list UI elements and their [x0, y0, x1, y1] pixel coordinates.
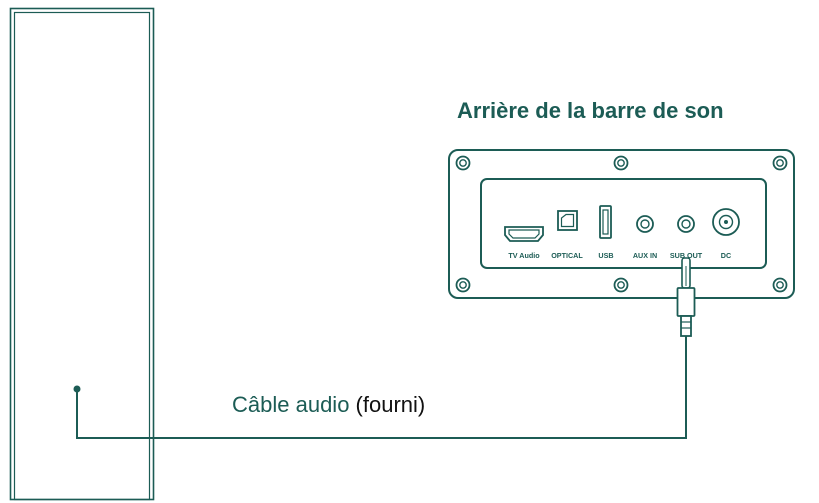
aux-in-jack-icon — [636, 215, 654, 233]
panel-screws — [455, 155, 788, 293]
cable-end-dot — [73, 385, 81, 393]
dc-power-port-icon — [712, 208, 740, 236]
usb-port-icon — [599, 205, 612, 239]
port-label-optical: OPTICAL — [551, 251, 583, 260]
port-label-aux-in: AUX IN — [633, 251, 657, 260]
port-label-tv-audio: TV Audio — [508, 251, 540, 260]
optical-port-icon — [557, 210, 578, 231]
cable-label-name: Câble audio — [232, 392, 349, 417]
plug-body — [676, 287, 696, 317]
screw-icon — [772, 277, 788, 293]
ports — [504, 205, 740, 242]
cable-label: Câble audio (fourni) — [232, 392, 425, 417]
port-label-dc: DC — [721, 251, 731, 260]
port-label-sub-out: SUB OUT — [670, 251, 703, 260]
cable-line — [76, 336, 687, 439]
plug-strain-relief — [680, 315, 692, 337]
screw-icon — [455, 155, 471, 171]
hdmi-port-icon — [504, 226, 544, 242]
panel-outer-frame — [448, 149, 795, 299]
port-label-usb: USB — [598, 251, 613, 260]
audio-cable — [73, 336, 687, 439]
audio-jack-plug — [676, 257, 696, 337]
subwoofer-inner-outline — [13, 11, 151, 501]
port-labels: TV Audio OPTICAL USB AUX IN SUB OUT DC — [508, 251, 731, 260]
screw-icon — [455, 277, 471, 293]
sub-out-jack-icon — [677, 215, 695, 233]
subwoofer-outer-outline — [9, 7, 155, 501]
diagram-title: Arrière de la barre de son — [457, 98, 724, 123]
screw-icon — [613, 277, 629, 293]
soundbar-back-panel: TV Audio OPTICAL USB AUX IN SUB OUT DC — [448, 149, 795, 299]
screw-icon — [772, 155, 788, 171]
screw-icon — [613, 155, 629, 171]
cable-label-note: (fourni) — [349, 392, 425, 417]
subwoofer — [9, 7, 155, 501]
panel-inner-recess — [480, 178, 767, 269]
